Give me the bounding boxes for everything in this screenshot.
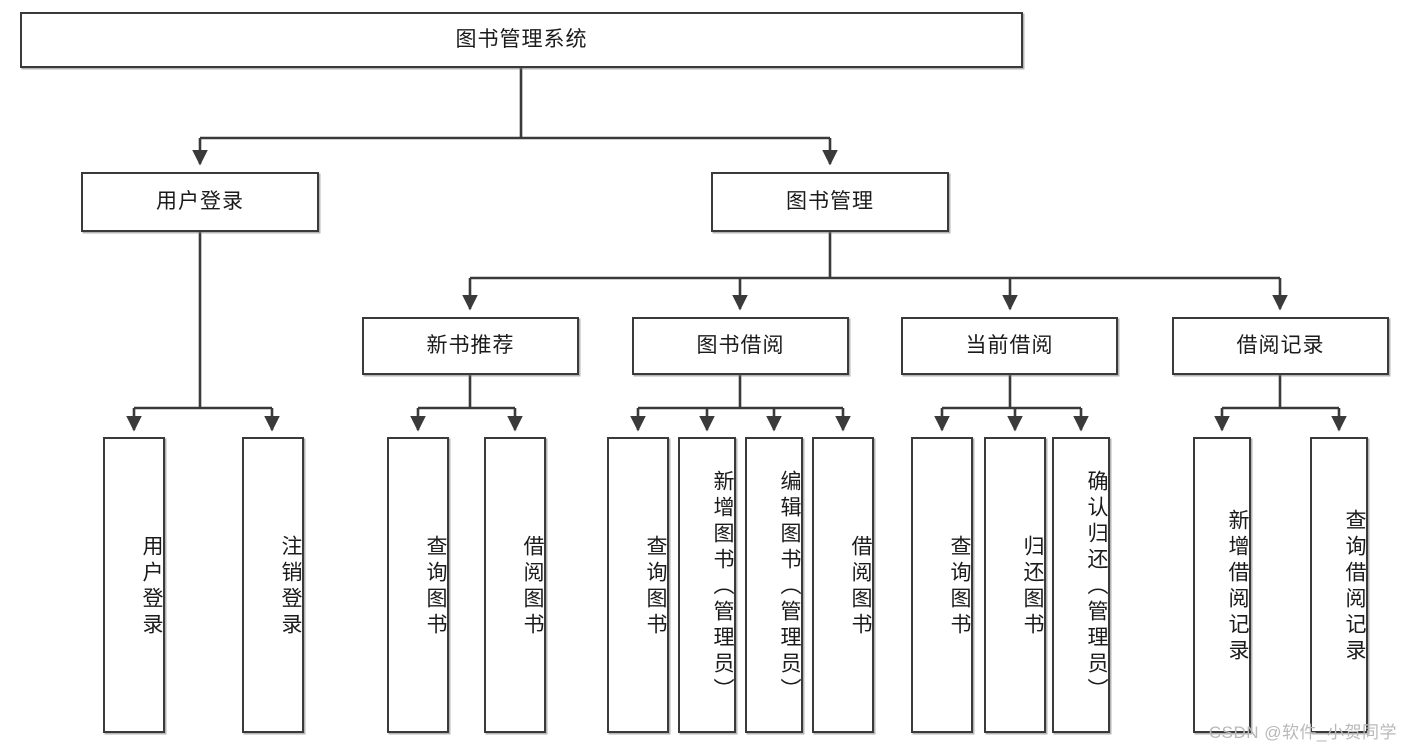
node-leaf-add-book-admin-label: 新增图书（管理员） [711, 470, 734, 704]
node-leaf-user-logout[interactable]: 注销登录 [242, 437, 304, 733]
node-book-borrow-label: 图书借阅 [696, 334, 785, 358]
node-leaf-return-book-label: 归还图书 [1021, 535, 1044, 639]
node-leaf-user-login[interactable]: 用户登录 [103, 437, 165, 733]
node-leaf-query-borrow-record-label: 查询借阅记录 [1343, 509, 1366, 665]
node-root-label: 图书管理系统 [455, 28, 588, 52]
node-leaf-borrow-book-recommend-label: 借阅图书 [521, 535, 544, 639]
node-borrow-records[interactable]: 借阅记录 [1172, 317, 1389, 375]
node-leaf-confirm-return-admin-label: 确认归还（管理员） [1085, 470, 1108, 704]
node-leaf-edit-book-admin-label: 编辑图书（管理员） [778, 470, 801, 704]
node-leaf-query-book-current-label: 查询图书 [948, 535, 971, 639]
node-leaf-add-borrow-record[interactable]: 新增借阅记录 [1193, 437, 1251, 733]
node-user-login[interactable]: 用户登录 [81, 172, 319, 232]
node-leaf-user-logout-label: 注销登录 [279, 535, 302, 639]
node-leaf-borrow-book-recommend[interactable]: 借阅图书 [484, 437, 546, 733]
node-root[interactable]: 图书管理系统 [20, 12, 1023, 68]
node-book-management-label: 图书管理 [786, 190, 874, 214]
watermark-text: CSDN @软件_小贺同学 [1208, 723, 1397, 742]
node-user-login-label: 用户登录 [156, 190, 244, 214]
node-leaf-query-book-borrow[interactable]: 查询图书 [607, 437, 669, 733]
node-leaf-add-borrow-record-label: 新增借阅记录 [1226, 509, 1249, 665]
node-leaf-user-login-label: 用户登录 [140, 535, 163, 639]
node-new-book-recommend-label: 新书推荐 [426, 334, 515, 358]
node-leaf-query-book-borrow-label: 查询图书 [644, 535, 667, 639]
node-leaf-edit-book-admin[interactable]: 编辑图书（管理员） [745, 437, 803, 733]
node-leaf-return-book[interactable]: 归还图书 [984, 437, 1046, 733]
node-leaf-confirm-return-admin[interactable]: 确认归还（管理员） [1052, 437, 1110, 733]
node-leaf-add-book-admin[interactable]: 新增图书（管理员） [678, 437, 736, 733]
node-new-book-recommend[interactable]: 新书推荐 [362, 317, 579, 375]
node-book-management[interactable]: 图书管理 [711, 172, 949, 232]
node-leaf-query-book-recommend[interactable]: 查询图书 [387, 437, 449, 733]
node-borrow-records-label: 借阅记录 [1236, 334, 1325, 358]
node-leaf-query-borrow-record[interactable]: 查询借阅记录 [1310, 437, 1368, 733]
node-leaf-borrow-book-label: 借阅图书 [849, 535, 872, 639]
node-leaf-query-book-recommend-label: 查询图书 [424, 535, 447, 639]
node-leaf-borrow-book[interactable]: 借阅图书 [812, 437, 874, 733]
node-current-borrow[interactable]: 当前借阅 [901, 317, 1118, 375]
node-book-borrow[interactable]: 图书借阅 [632, 317, 849, 375]
node-leaf-query-book-current[interactable]: 查询图书 [911, 437, 973, 733]
node-current-borrow-label: 当前借阅 [965, 334, 1054, 358]
